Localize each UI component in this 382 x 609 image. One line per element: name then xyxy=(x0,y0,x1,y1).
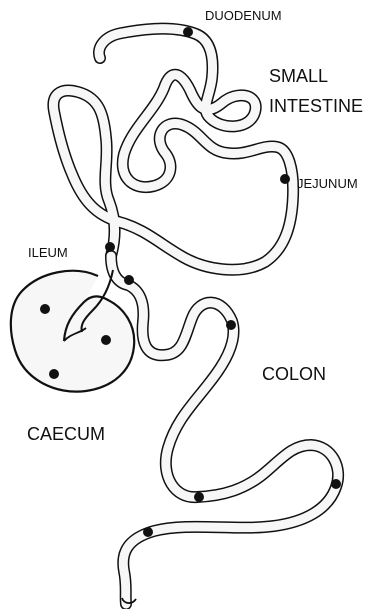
ileum-marker xyxy=(105,242,115,252)
colon-label: COLON xyxy=(262,364,326,384)
colon-marker-lower xyxy=(194,492,204,502)
colon-marker-middle xyxy=(226,320,236,330)
small-intestine-label-line-2: INTESTINE xyxy=(269,96,363,116)
colon-marker-bottom xyxy=(143,527,153,537)
caecum-marker-upper xyxy=(40,304,50,314)
duodenum-marker xyxy=(183,27,193,37)
small-intestine-label-line-1: SMALL xyxy=(269,66,328,86)
jejunum-marker xyxy=(280,174,290,184)
caecum-marker-right xyxy=(101,335,111,345)
ileum-label: ILEUM xyxy=(28,245,68,260)
caecum-marker-lower xyxy=(49,369,59,379)
jejunum-label: JEJUNUM xyxy=(297,176,358,191)
colon-marker-upper xyxy=(124,275,134,285)
duodenum-label: DUODENUM xyxy=(205,8,282,23)
caecum-label: CAECUM xyxy=(27,424,105,444)
colon-marker-right xyxy=(331,479,341,489)
